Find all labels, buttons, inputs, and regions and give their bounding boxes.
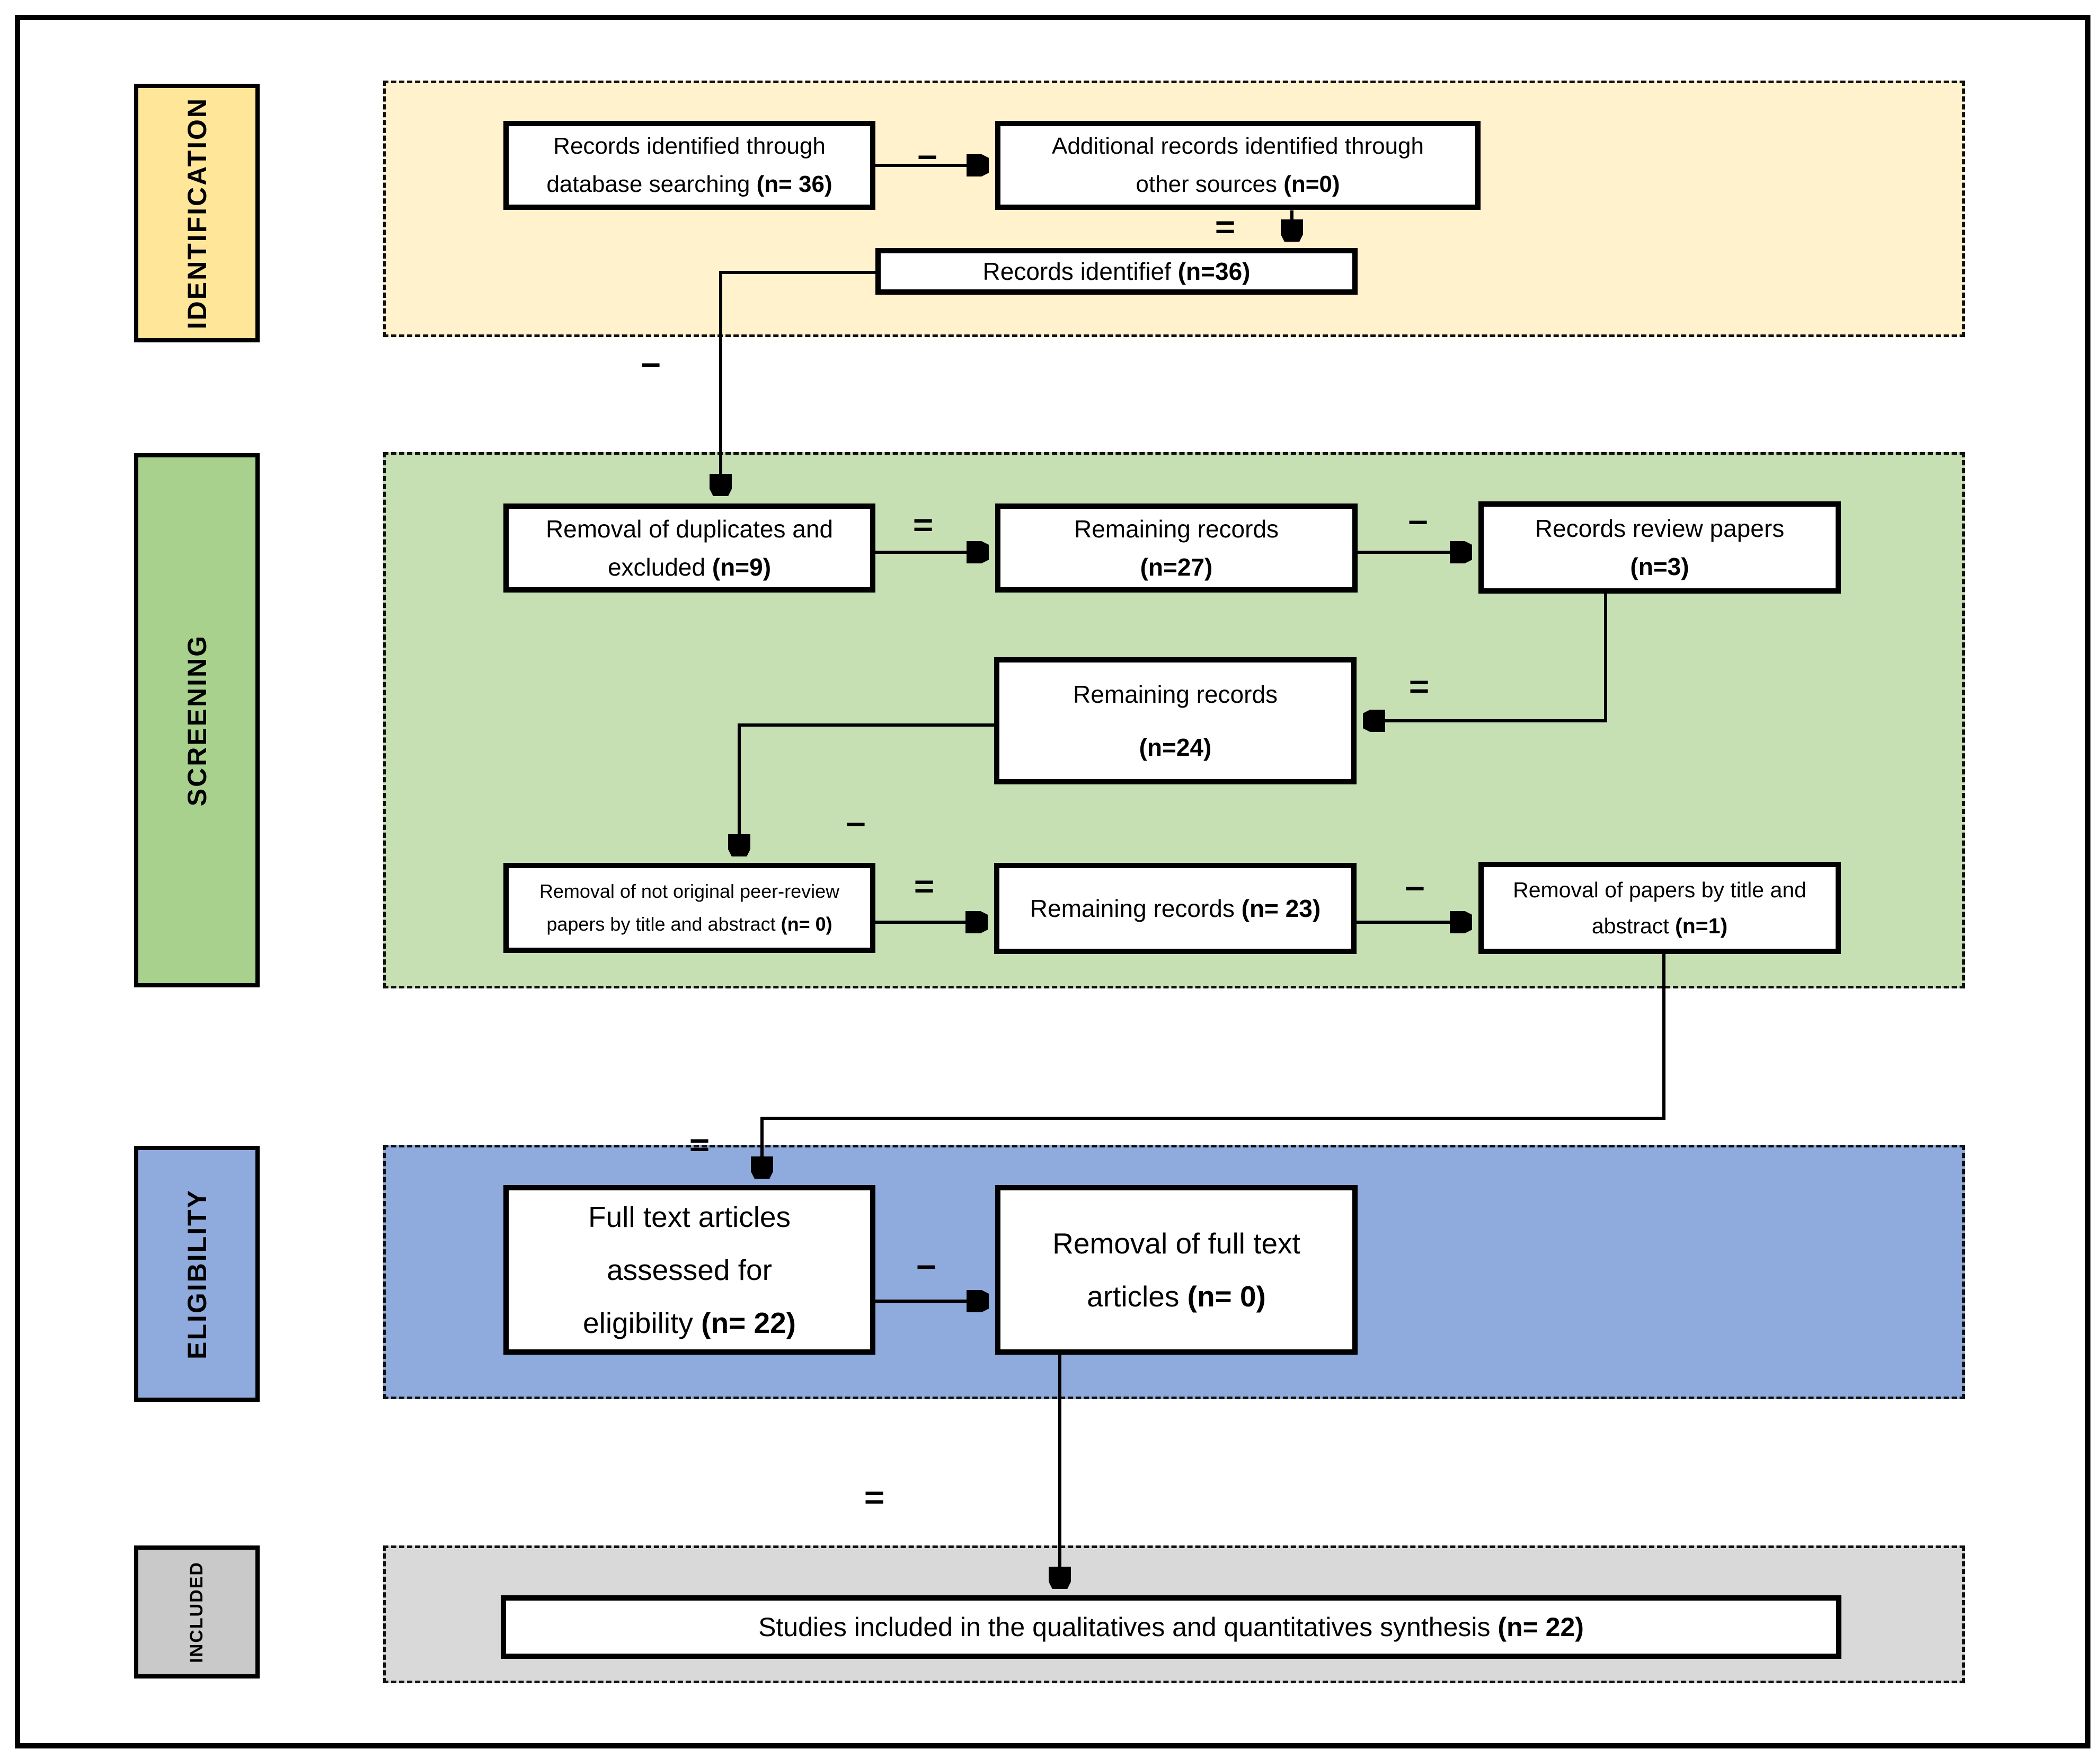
operator-minus-3: − <box>1407 504 1429 540</box>
stage-label-screening-text: SCREENING <box>182 634 212 807</box>
stage-label-eligibility: ELIGIBILITY <box>134 1146 260 1402</box>
box-records-review-papers: Records review papers (n=3) <box>1478 501 1841 594</box>
operator-equals-4: = <box>914 868 935 904</box>
box-count: (n= 22) <box>701 1306 796 1339</box>
outer-frame <box>15 15 2090 1748</box>
box-line: Remaining records <box>1074 515 1279 543</box>
box-studies-included: Studies included in the qualitatives and… <box>501 1595 1841 1659</box>
operator-equals-6: = <box>864 1479 885 1515</box>
box-count: (n=9) <box>712 553 772 581</box>
box-line: Removal of papers by title and <box>1513 878 1806 902</box>
box-line: Records identifief <box>982 258 1178 285</box>
box-line: Additional records identified through <box>1051 133 1424 159</box>
box-line: Studies included in the qualitatives and… <box>758 1612 1498 1642</box>
box-count: (n=27) <box>1140 553 1213 581</box>
box-line: excluded <box>607 553 712 581</box>
box-line: Records review papers <box>1535 515 1785 542</box>
box-records-identified-database: Records identified through database sear… <box>503 121 875 210</box>
stage-label-included-text: INCLUDED <box>187 1561 207 1663</box>
stage-label-screening: SCREENING <box>134 453 260 987</box>
box-removal-full-text: Removal of full text articles (n= 0) <box>995 1185 1358 1355</box>
box-count: (n= 23) <box>1241 895 1321 922</box>
box-removal-duplicates: Removal of duplicates and excluded (n=9) <box>503 503 875 593</box>
box-line: eligibility <box>583 1306 702 1339</box>
box-count: (n= 0) <box>1187 1280 1266 1313</box>
box-line: Full text articles <box>588 1200 791 1233</box>
box-removal-by-title-abstract: Removal of papers by title and abstract … <box>1478 862 1841 954</box>
box-remaining-records-27: Remaining records (n=27) <box>995 503 1358 593</box>
box-additional-records: Additional records identified through ot… <box>995 121 1481 210</box>
operator-equals-2: = <box>912 507 934 543</box>
box-removal-not-original: Removal of not original peer-review pape… <box>503 863 875 953</box>
box-remaining-records-24: Remaining records (n=24) <box>994 657 1357 784</box>
box-count: (n=36) <box>1177 258 1251 285</box>
operator-minus-1: − <box>917 139 938 175</box>
box-count: (n=24) <box>1139 734 1212 761</box>
box-count: (n= 22) <box>1498 1612 1584 1642</box>
operator-equals-1: = <box>1215 209 1236 245</box>
box-line: Remaining records <box>1030 895 1242 922</box>
box-line: Remaining records <box>1073 681 1278 708</box>
operator-equals-5: = <box>689 1127 710 1163</box>
box-remaining-records-23: Remaining records (n= 23) <box>994 863 1357 954</box>
box-full-text-assessed: Full text articles assessed for eligibil… <box>503 1185 875 1355</box>
box-count: (n=3) <box>1630 553 1689 580</box>
box-count: (n= 36) <box>756 171 832 197</box>
box-line: abstract <box>1591 914 1676 938</box>
box-records-identified-total: Records identifief (n=36) <box>875 248 1358 295</box>
box-line: database searching <box>546 171 757 197</box>
stage-label-included: INCLUDED <box>134 1545 260 1679</box>
box-line: Records identified through <box>553 133 826 159</box>
operator-minus-4: − <box>845 806 866 842</box>
box-line: articles <box>1087 1280 1188 1313</box>
box-line: assessed for <box>607 1253 772 1286</box>
stage-label-eligibility-text: ELIGIBILITY <box>182 1188 212 1359</box>
box-line: papers by title and abstract <box>546 913 781 935</box>
box-count: (n=0) <box>1283 171 1340 197</box>
box-line: Removal of duplicates and <box>545 515 834 543</box>
box-count: (n= 0) <box>781 913 832 935</box>
operator-equals-3: = <box>1408 668 1430 704</box>
operator-minus-6: − <box>916 1249 937 1285</box>
box-count: (n=1) <box>1675 914 1728 938</box>
stage-label-identification-text: IDENTIFICATION <box>182 96 212 330</box>
box-line: other sources <box>1136 171 1284 197</box>
operator-minus-2: − <box>640 347 661 383</box>
operator-minus-5: − <box>1404 870 1425 906</box>
stage-label-identification: IDENTIFICATION <box>134 84 260 342</box>
box-line: Removal of full text <box>1052 1227 1300 1260</box>
box-line: Removal of not original peer-review <box>539 880 840 902</box>
